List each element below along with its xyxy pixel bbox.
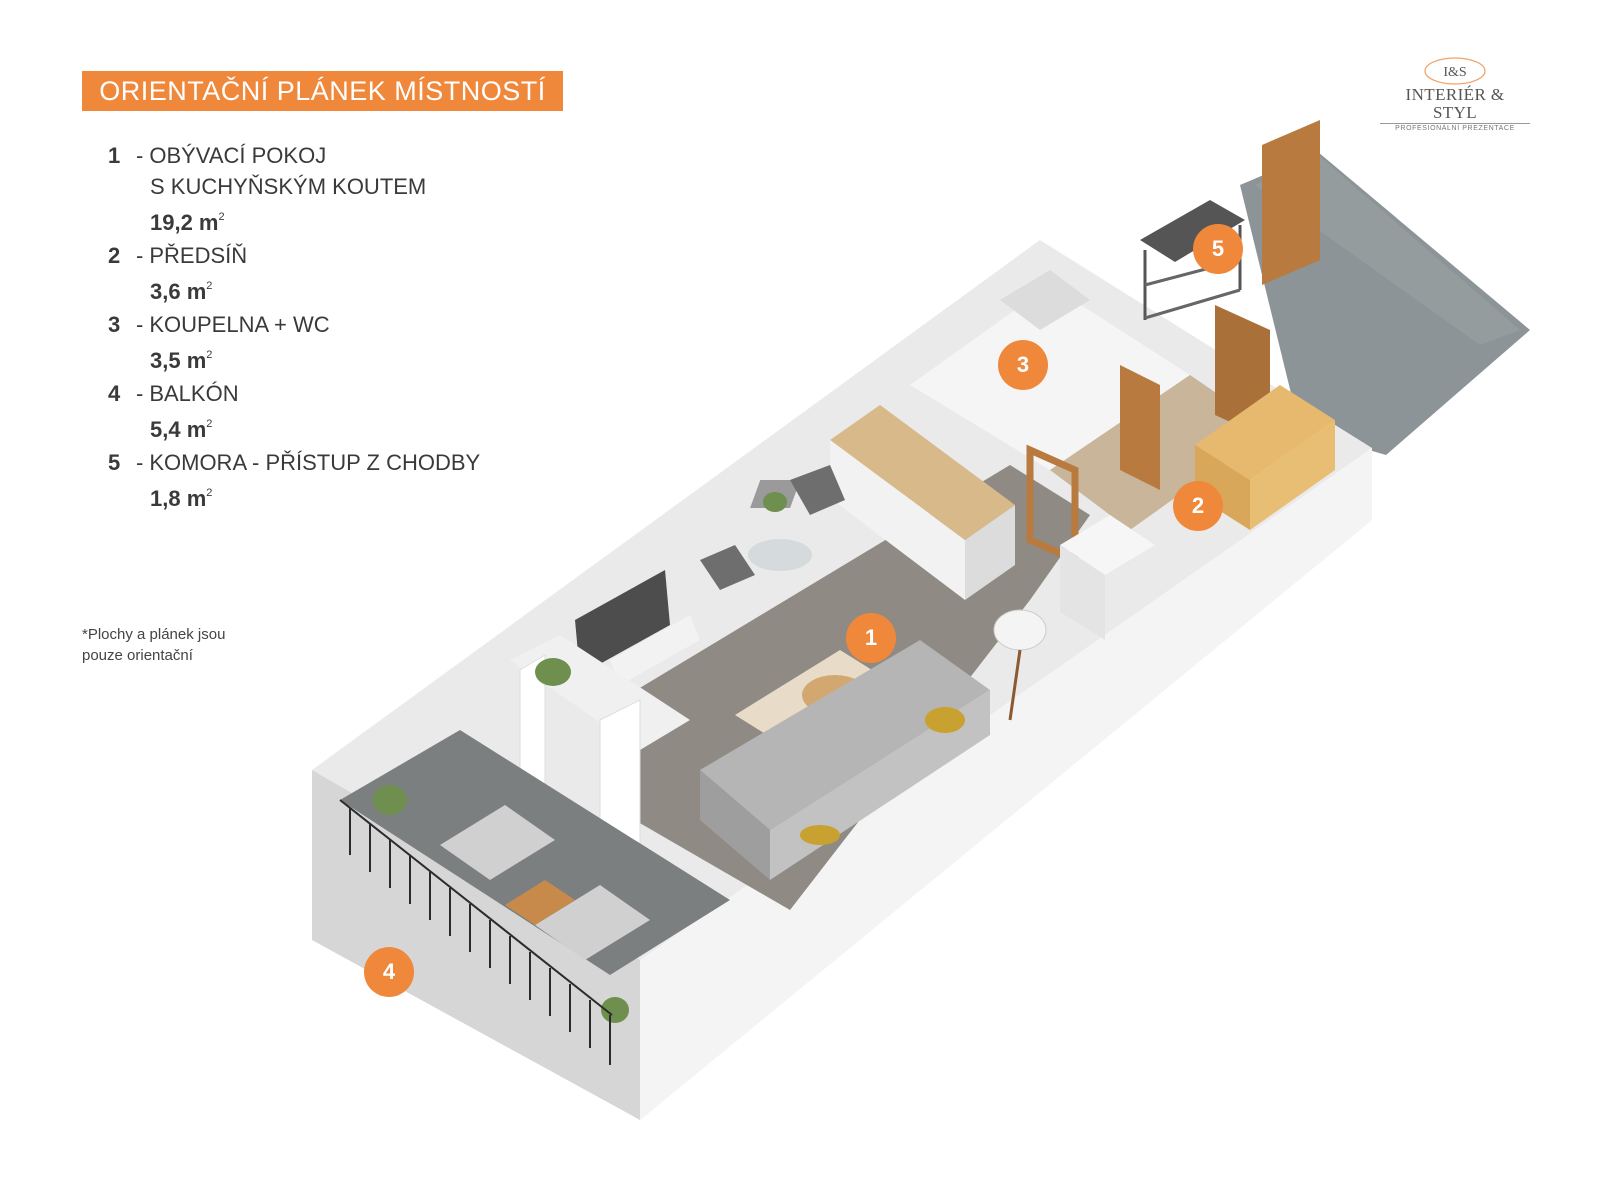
legend-item-bathroom: 3 -KOUPELNA + WC 3,5 m2: [108, 309, 568, 376]
dining-table: [748, 539, 812, 571]
television: [575, 570, 670, 675]
bathroom-floor: [910, 285, 1190, 470]
balcony-railing: [339, 799, 613, 1065]
legend-item-storage: 5 -KOMORA - PŘÍSTUP Z CHODBY 1,8 m2: [108, 447, 568, 514]
legend-room-area: 19,2 m2: [150, 210, 225, 235]
room-marker-4: 4: [364, 947, 414, 997]
legend-number: 3: [108, 312, 121, 337]
legend-room-name: OBÝVACÍ POKOJ: [149, 143, 327, 168]
logo-tagline: PROFESIONÁLNÍ PREZENTACE: [1395, 125, 1515, 132]
room-marker-2: 2: [1173, 481, 1223, 531]
legend-number: 2: [108, 243, 121, 268]
brand-logo: I&S INTERIÉR & STYL PROFESIONÁLNÍ PREZEN…: [1380, 56, 1530, 132]
legend-room-name: BALKÓN: [149, 381, 239, 406]
room-legend: 1 -OBÝVACÍ POKOJ S KUCHYŇSKÝM KOUTEM 19,…: [108, 140, 568, 516]
sofa: [700, 640, 990, 830]
logo-mark-text: I&S: [1443, 65, 1466, 80]
bathroom-door: [1120, 365, 1160, 490]
legend-room-area: 3,5 m2: [150, 348, 213, 373]
room-marker-3: 3: [998, 340, 1048, 390]
disclaimer-note: *Plochy a plánek jsou pouze orientační: [82, 626, 226, 664]
plan-title: ORIENTAČNÍ PLÁNEK MÍSTNOSTÍ: [82, 71, 563, 111]
wardrobe: [1195, 385, 1335, 480]
legend-item-living-room: 1 -OBÝVACÍ POKOJ S KUCHYŇSKÝM KOUTEM 19,…: [108, 140, 568, 238]
floor-lamp: [993, 609, 1047, 651]
dining-chair: [700, 545, 755, 590]
legend-room-area: 3,6 m2: [150, 279, 213, 304]
legend-item-hallway: 2 -PŘEDSÍŇ 3,6 m2: [108, 240, 568, 307]
legend-item-balcony: 4 -BALKÓN 5,4 m2: [108, 378, 568, 445]
entrance-door: [1262, 120, 1320, 285]
logo-heart-icon: I&S: [1424, 57, 1486, 85]
balcony-table: [505, 880, 575, 925]
storage-shelf: [1140, 200, 1245, 262]
logo-name: INTERIÉR & STYL: [1380, 86, 1530, 124]
balcony-chair: [440, 805, 555, 880]
legend-room-name: PŘEDSÍŇ: [149, 243, 248, 268]
fridge: [1060, 515, 1155, 575]
legend-room-area: 1,8 m2: [150, 486, 213, 511]
legend-room-area: 5,4 m2: [150, 417, 213, 442]
legend-number: 4: [108, 381, 121, 406]
legend-room-name: KOMORA - PŘÍSTUP Z CHODBY: [149, 450, 481, 475]
balcony-chair: [535, 885, 650, 960]
legend-room-name: KOUPELNA + WC: [149, 312, 330, 337]
legend-room-subname: S KUCHYŇSKÝM KOUTEM: [150, 174, 427, 199]
legend-number: 5: [108, 450, 121, 475]
room-marker-5: 5: [1193, 224, 1243, 274]
kitchen-counter-top: [830, 405, 1015, 540]
dining-chair: [790, 465, 845, 515]
legend-number: 1: [108, 143, 121, 168]
room-marker-1: 1: [846, 613, 896, 663]
